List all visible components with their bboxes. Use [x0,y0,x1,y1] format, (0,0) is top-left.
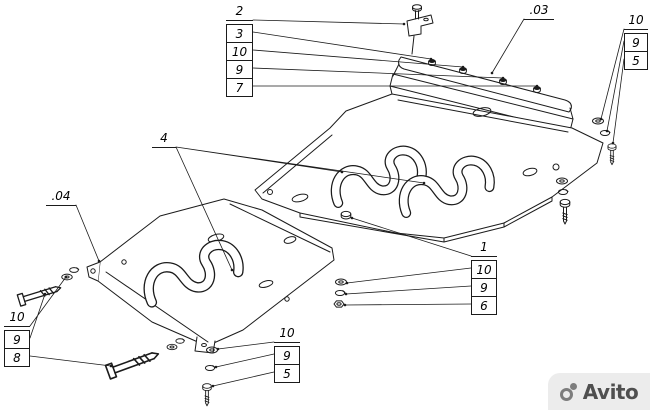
crossmember-rails [389,56,574,132]
main-skid-plate [254,93,604,243]
callout-number: 5 [624,51,648,70]
callout-number: 2 [226,4,253,21]
leader-lines [29,18,625,388]
callout-number: 7 [226,78,253,97]
callout-number: 9 [471,278,497,297]
callout-number: 9 [226,60,253,79]
callout-number: 3 [226,24,253,43]
callout-number: 6 [471,296,497,315]
callout-number: 5 [274,364,300,383]
callout-label-4: 4 [152,131,176,148]
callout-stack-bottom-left: 10 9 8 [4,310,30,367]
fastener-icons [16,117,617,407]
callout-number: 10 [471,260,497,279]
callout-number: 10 [226,42,253,61]
avito-logo-text: Avito [582,379,639,404]
callout-number: 10 [4,310,30,327]
rail-bolt-icons [428,59,541,93]
callout-number: 8 [4,348,30,367]
callout-number: 9 [274,346,300,365]
callout-stack-bottom-mid: 10 9 5 [274,326,300,383]
callout-number: 10 [624,13,648,30]
callout-number: 1 [471,240,497,257]
callout-number: 9 [4,330,30,349]
mounting-bracket [406,4,434,55]
callout-stack-top-left: 2 3 10 9 7 [226,4,253,97]
small-skid-plate [86,198,335,354]
callout-number: 9 [624,33,648,52]
callout-stack-right: 1 10 9 6 [471,240,497,315]
callout-stack-top-right: 10 9 5 [624,13,648,70]
avito-watermark: Avito [548,373,650,410]
callout-number: 10 [274,326,300,343]
avito-logo-icon [559,382,578,401]
part-number-03: .03 [524,3,554,20]
part-number-04: .04 [46,189,76,206]
